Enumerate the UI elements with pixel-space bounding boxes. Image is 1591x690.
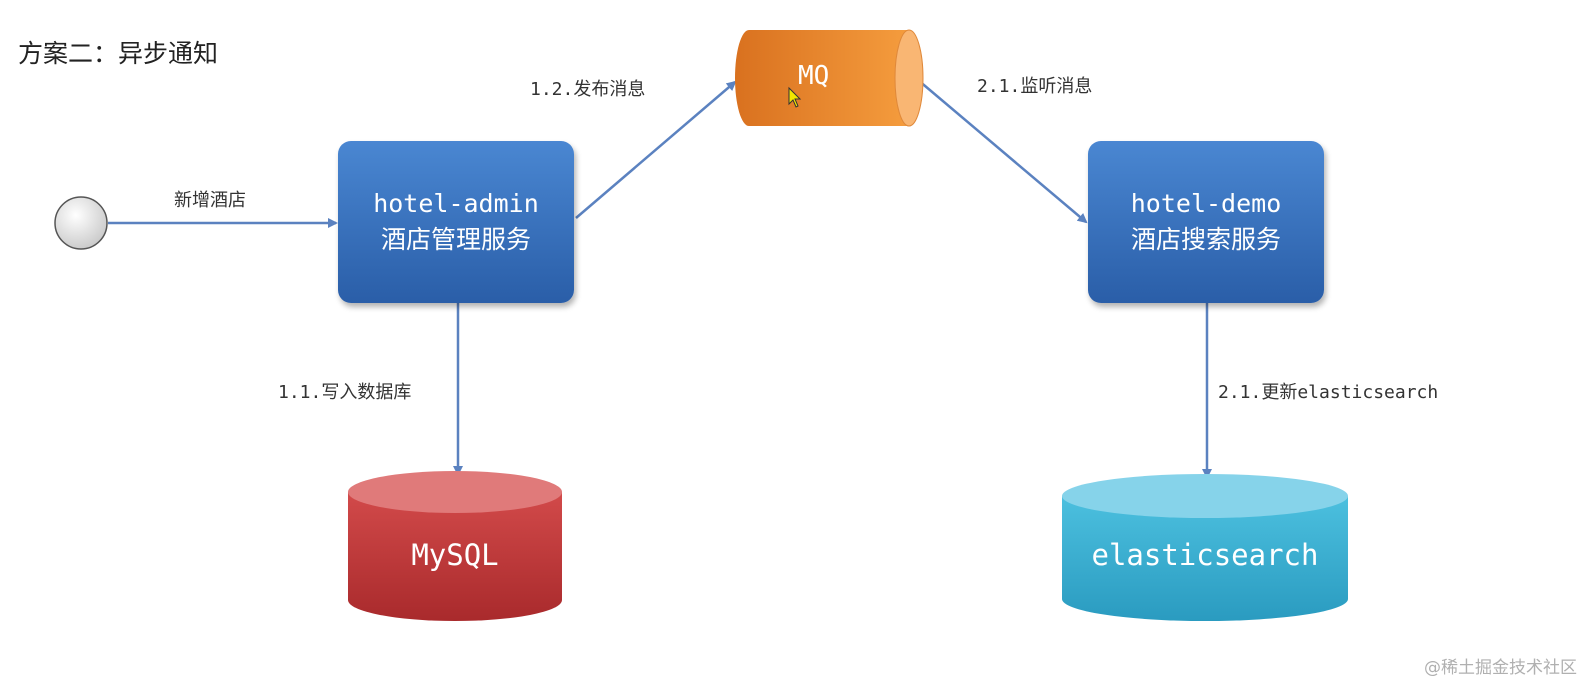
hotel-admin-desc: 酒店管理服务 [380,225,531,254]
hotel-demo-desc: 酒店搜索服务 [1130,225,1281,254]
es-cylinder [1062,474,1348,621]
label-listen: 2.1.监听消息 [977,76,1093,97]
page-title: 方案二：异步通知 [18,39,219,68]
mysql-cylinder [348,471,562,621]
watermark: @稀土掘金技术社区 [1424,658,1577,678]
label-update-es: 2.1.更新elasticsearch [1218,382,1439,403]
cursor-icon [788,86,802,108]
label-publish: 1.2.发布消息 [530,79,646,100]
label-add-hotel: 新增酒店 [174,190,246,211]
edge-listen [917,79,1088,224]
hotel-demo-node: hotel-demo 酒店搜索服务 [1088,141,1324,303]
mq-cylinder [735,29,924,127]
label-write-db: 1.1.写入数据库 [278,382,412,403]
es-label: elasticsearch [1091,538,1319,572]
mq-label: MQ [798,61,830,91]
hotel-admin-name: hotel-admin [373,189,539,218]
mysql-label: MySQL [411,538,499,572]
edge-publish [575,80,737,219]
hotel-demo-name: hotel-demo [1130,189,1282,218]
hotel-admin-node: hotel-admin 酒店管理服务 [338,141,574,303]
start-node [54,196,108,250]
